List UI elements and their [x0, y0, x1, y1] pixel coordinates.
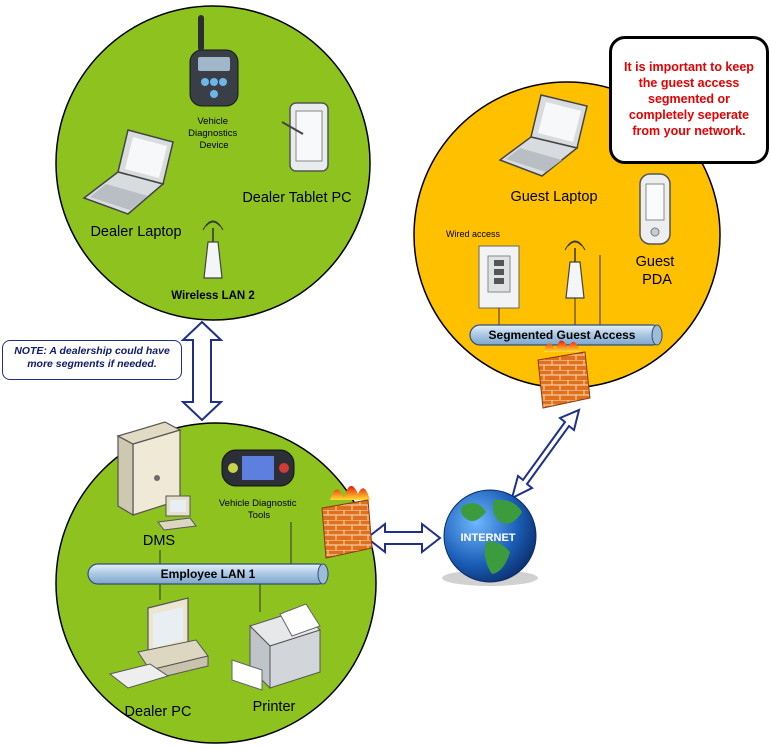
employee-lan-bus: Employee LAN 1	[87, 563, 329, 585]
double-arrow-firewall-internet	[365, 521, 442, 555]
laptop-icon	[82, 129, 174, 215]
wired-access-label: Wired access	[446, 229, 501, 239]
guest-access-callout: It is important to keep the guest access…	[609, 36, 769, 164]
firewall-icon	[321, 485, 373, 559]
firewall-icon	[537, 340, 591, 409]
desktop-pc-icon	[157, 495, 197, 531]
callout-line-5: from your network.	[632, 124, 746, 138]
dealer-pc-label: Dealer PC	[125, 704, 192, 720]
dms-label: DMS	[143, 533, 175, 549]
guest-access-bus: Segmented Guest Access	[469, 324, 663, 346]
double-arrow-internet-guest	[510, 408, 581, 500]
callout-line-3: segmented or	[648, 92, 730, 106]
note-box: NOTE: A dealership could have more segme…	[2, 340, 182, 380]
internet-label: INTERNET	[461, 532, 516, 544]
desktop-pc-icon	[108, 597, 209, 689]
vehicle-diagnostics-device-icon	[189, 15, 239, 107]
callout-line-2: the guest access	[638, 76, 740, 90]
double-arrow-wireless-employee	[180, 320, 224, 422]
wireless-access-point-icon	[564, 240, 586, 299]
guest-pda-label: Guest PDA	[636, 254, 679, 288]
handheld-scanner-icon	[221, 449, 295, 487]
pda-icon	[639, 173, 671, 245]
callout-line-1: It is important to keep	[624, 60, 754, 74]
note-line-1: NOTE: A dealership could have	[14, 345, 170, 357]
server-tower-icon	[116, 421, 182, 517]
guest-laptop-label: Guest Laptop	[510, 189, 597, 205]
vehicle-diagnostic-tools-label: Vehicle Diagnostic Tools	[219, 498, 299, 521]
wireless-lan-title: Wireless LAN 2	[171, 290, 255, 302]
printer-label: Printer	[253, 699, 296, 715]
employee-lan-title: Employee LAN 1	[161, 567, 256, 581]
callout-line-4: completely seperate	[628, 108, 750, 122]
dealer-tablet-label: Dealer Tablet PC	[242, 190, 351, 206]
printer-icon	[231, 603, 321, 691]
wireless-access-point-icon	[202, 220, 224, 279]
tablet-icon	[281, 102, 329, 172]
globe-icon: INTERNET	[442, 489, 538, 586]
wireless-lan-zone	[55, 5, 371, 321]
dealer-laptop-label: Dealer Laptop	[90, 224, 181, 240]
guest-access-title: Segmented Guest Access	[489, 328, 636, 342]
wired-access-panel-icon	[478, 245, 520, 309]
vehicle-diagnostics-device-label: Vehicle Diagnostics Device	[188, 116, 240, 151]
note-line-2: more segments if needed.	[27, 358, 157, 370]
wireless-lan-circle	[55, 5, 371, 321]
laptop-icon	[498, 94, 588, 177]
